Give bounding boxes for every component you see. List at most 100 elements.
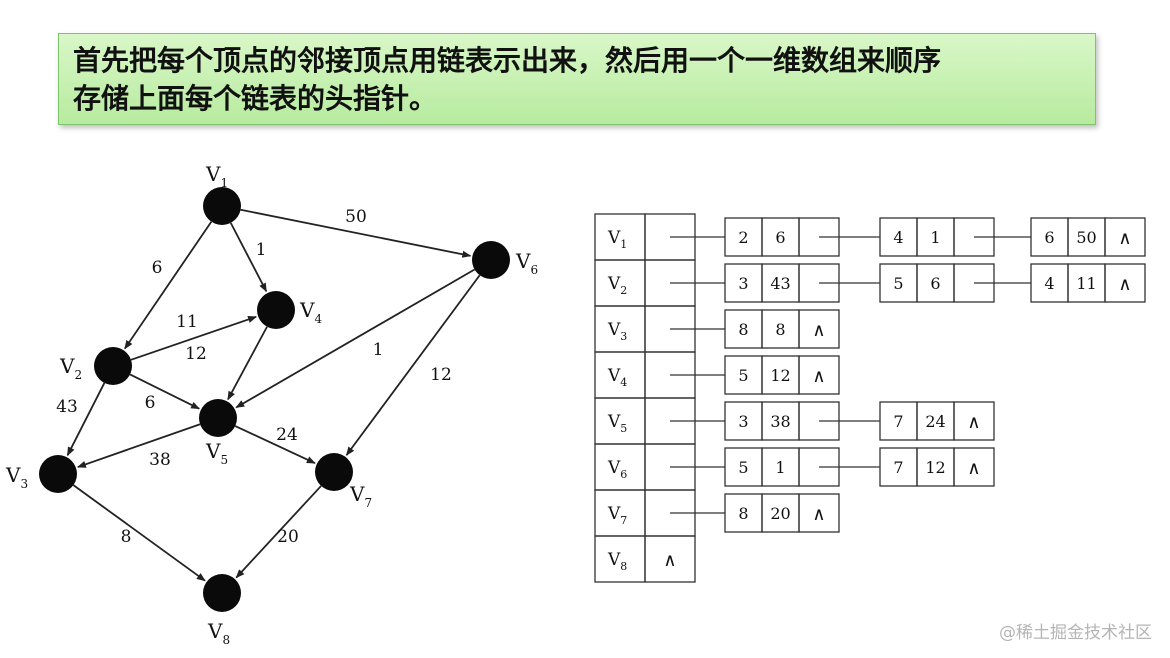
vertex-label-v1: V1 (205, 162, 228, 190)
edge-v3-v8 (72, 484, 206, 582)
node-vertex-index: 4 (1044, 274, 1054, 293)
node-weight: 1 (930, 228, 940, 247)
node-pointer-cell (953, 401, 995, 441)
edge-weight-v3-v8: 8 (121, 527, 132, 547)
vertex-v7 (315, 453, 353, 491)
edge-weight-v1-v6: 50 (345, 207, 367, 227)
node-weight: 12 (925, 458, 945, 477)
null-pointer: ∧ (967, 458, 980, 479)
edge-v6-v7 (345, 274, 481, 456)
head-vertex-label-7: V7 (607, 504, 627, 527)
edge-weight-v6-v5: 1 (373, 340, 384, 360)
vertex-label-v8: V8 (207, 619, 230, 647)
node-vertex-index: 3 (738, 274, 748, 293)
null-pointer: ∧ (967, 412, 980, 433)
vertex-label-v2: V2 (59, 354, 82, 382)
node-vertex-index: 6 (1044, 228, 1054, 247)
list-node: 3 43 (724, 263, 840, 303)
node-vertex-index: 5 (738, 458, 748, 477)
edge-v2-v4 (130, 315, 257, 361)
vertex-v5 (199, 399, 237, 437)
node-weight: 43 (770, 274, 790, 293)
list-node: 8 8 ∧ (724, 309, 840, 349)
head-vertex-label-8: V8 (607, 550, 627, 573)
edge-v5-v3 (76, 423, 201, 468)
null-pointer: ∧ (1118, 228, 1131, 249)
node-vertex-index: 7 (893, 458, 903, 477)
vertex-label-v7: V7 (349, 482, 372, 510)
list-node: 4 11 ∧ (1030, 263, 1146, 303)
edge-v6-v5 (235, 268, 476, 409)
node-pointer-cell (1104, 217, 1146, 257)
edge-weight-v2-v3: 43 (56, 397, 78, 417)
head-pointer-cell-8 (644, 535, 696, 583)
head-vertex-label-4: V4 (607, 366, 627, 389)
edge-v2-v5 (129, 373, 200, 410)
edge-weight-v7-v8: 20 (277, 527, 299, 547)
node-weight: 6 (775, 228, 785, 247)
null-pointer: ∧ (812, 366, 825, 387)
edge-weight-v1-v4: 1 (256, 240, 267, 260)
list-node: 7 12 ∧ (879, 447, 995, 487)
vertex-label-v6: V6 (515, 249, 538, 277)
head-vertex-label-6: V6 (607, 458, 627, 481)
node-weight: 50 (1076, 228, 1096, 247)
node-vertex-index: 3 (738, 412, 748, 431)
node-vertex-index: 5 (738, 366, 748, 385)
vertex-v1 (203, 187, 241, 225)
vertex-label-v3: V3 (5, 463, 28, 491)
banner-line-2: 存储上面每个链表的头指针。 (73, 82, 438, 115)
edge-v5-v7 (234, 425, 316, 464)
null-pointer: ∧ (812, 320, 825, 341)
head-vertex-label-5: V5 (607, 412, 627, 435)
edge-v1-v2 (124, 221, 213, 350)
vertex-v8 (203, 574, 241, 612)
node-weight: 24 (925, 412, 945, 431)
null-pointer-8: ∧ (663, 550, 676, 571)
node-vertex-index: 8 (738, 320, 748, 339)
vertex-v3 (39, 455, 77, 493)
head-vertex-label-2: V2 (607, 274, 627, 297)
edge-weight-v5-v7: 24 (276, 425, 298, 445)
null-pointer: ∧ (1118, 274, 1131, 295)
banner-line-1: 首先把每个顶点的邻接顶点用链表示出来，然后用一个一维数组来顺序 (73, 44, 942, 77)
node-weight: 38 (770, 412, 790, 431)
list-node: 6 50 ∧ (1030, 217, 1146, 257)
node-pointer-cell (798, 309, 840, 349)
vertex-label-v5: V5 (205, 439, 228, 467)
node-pointer-cell (1104, 263, 1146, 303)
node-vertex-index: 7 (893, 412, 903, 431)
node-pointer-cell (798, 493, 840, 533)
node-vertex-index: 2 (738, 228, 748, 247)
edge-v2-v3 (66, 382, 106, 457)
vertex-v6 (472, 241, 510, 279)
vertex-label-v4: V4 (299, 298, 322, 326)
head-vertex-label-3: V3 (607, 320, 627, 343)
edge-weight-v6-v7: 12 (430, 365, 452, 385)
list-node: 7 24 ∧ (879, 401, 995, 441)
list-node: 3 38 (724, 401, 840, 441)
head-vertex-label-1: V1 (607, 228, 627, 251)
edge-v4-v5 (227, 326, 268, 401)
title-banner: 首先把每个顶点的邻接顶点用链表示出来，然后用一个一维数组来顺序 存储上面每个链表… (58, 33, 1096, 125)
watermark: @稀土掘金技术社区 (999, 623, 1152, 643)
node-weight: 11 (1076, 274, 1096, 293)
vertex-v2 (94, 347, 132, 385)
edge-v7-v8 (235, 485, 322, 579)
edge-weight-v4-v5: 12 (185, 344, 207, 364)
node-weight: 6 (930, 274, 940, 293)
null-pointer: ∧ (812, 504, 825, 525)
node-pointer-cell (798, 355, 840, 395)
edge-weight-v2-v5: 6 (145, 393, 156, 413)
vertex-v4 (257, 291, 295, 329)
node-vertex-index: 8 (738, 504, 748, 523)
node-weight: 8 (775, 320, 785, 339)
node-pointer-cell (953, 447, 995, 487)
node-vertex-index: 4 (893, 228, 903, 247)
